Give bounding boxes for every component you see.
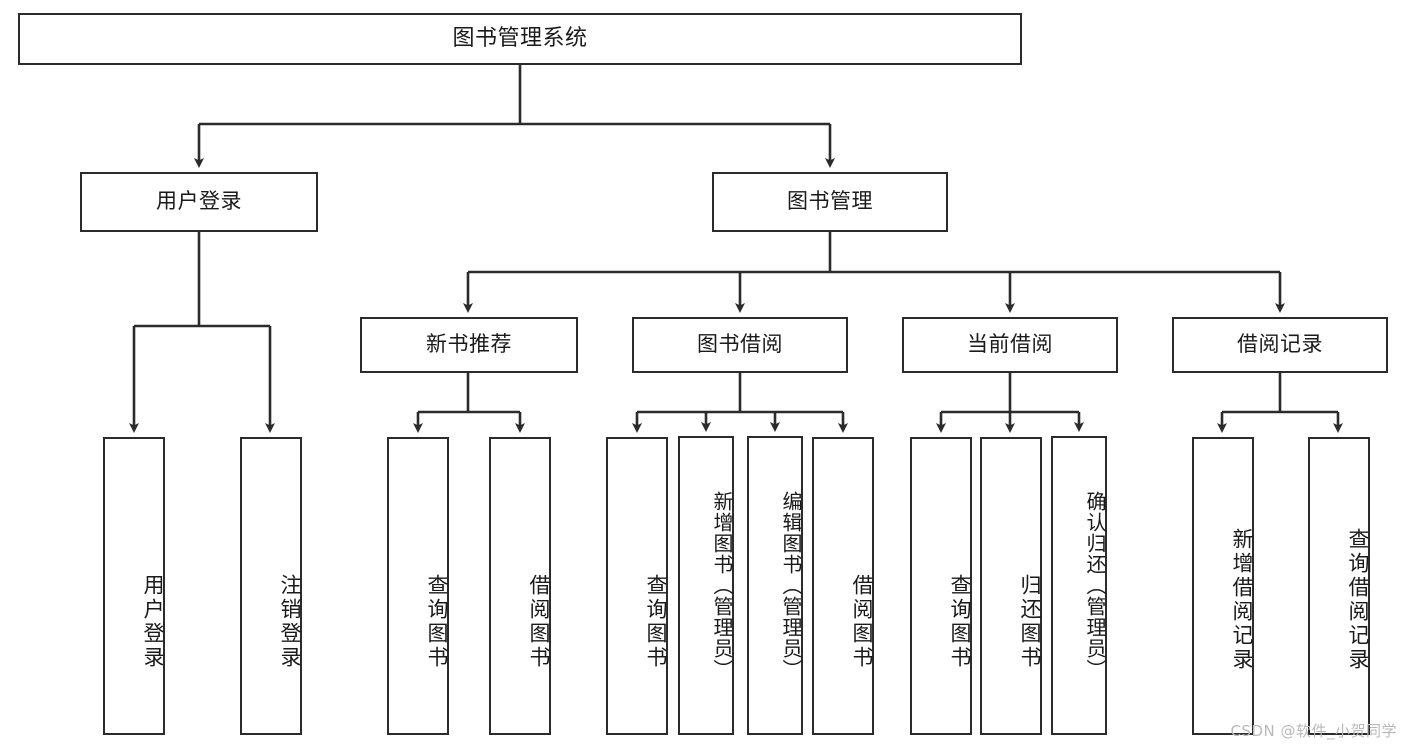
leaf-query-book-current[interactable]: 查询图书 <box>910 437 972 735</box>
leaf-user-logout[interactable]: 注销登录 <box>240 437 302 735</box>
node-label: 借阅记录 <box>1237 332 1323 357</box>
node-label: 确认归还（管理员） <box>1083 491 1107 680</box>
leaf-borrow-book-recommend[interactable]: 借阅图书 <box>489 437 551 735</box>
node-current-borrow[interactable]: 当前借阅 <box>902 317 1118 373</box>
node-label: 查询图书 <box>644 574 668 670</box>
node-label: 图书管理系统 <box>452 25 588 51</box>
leaf-borrow-book-borrow[interactable]: 借阅图书 <box>812 437 874 735</box>
node-label: 归还图书 <box>1018 574 1042 670</box>
node-label: 图书借阅 <box>697 332 783 357</box>
node-label: 查询图书 <box>948 574 972 670</box>
leaf-add-borrow-record[interactable]: 新增借阅记录 <box>1192 437 1254 735</box>
leaf-user-login[interactable]: 用户登录 <box>103 437 165 735</box>
node-label: 用户登录 <box>156 189 242 214</box>
node-label: 查询借阅记录 <box>1346 528 1370 672</box>
node-label: 新书推荐 <box>426 332 512 357</box>
node-label: 注销登录 <box>278 574 302 670</box>
leaf-query-book-borrow[interactable]: 查询图书 <box>606 437 668 735</box>
leaf-confirm-return-admin[interactable]: 确认归还（管理员） <box>1051 436 1107 735</box>
leaf-return-book[interactable]: 归还图书 <box>980 437 1042 735</box>
node-label: 当前借阅 <box>967 332 1053 357</box>
leaf-add-book-admin[interactable]: 新增图书（管理员） <box>678 436 734 735</box>
node-label: 新增借阅记录 <box>1230 528 1254 672</box>
node-root-book-management-system[interactable]: 图书管理系统 <box>18 13 1022 65</box>
node-new-book-recommend[interactable]: 新书推荐 <box>360 317 578 373</box>
node-label: 查询图书 <box>425 574 449 670</box>
leaf-query-book-recommend[interactable]: 查询图书 <box>387 437 449 735</box>
node-book-management[interactable]: 图书管理 <box>712 172 948 232</box>
node-label: 编辑图书（管理员） <box>779 491 803 680</box>
node-label: 图书管理 <box>787 189 873 214</box>
node-label: 新增图书（管理员） <box>710 491 734 680</box>
leaf-query-borrow-record[interactable]: 查询借阅记录 <box>1308 437 1370 735</box>
node-label: 借阅图书 <box>527 574 551 670</box>
leaf-edit-book-admin[interactable]: 编辑图书（管理员） <box>747 436 803 735</box>
node-label: 借阅图书 <box>850 574 874 670</box>
node-label: 用户登录 <box>141 574 165 670</box>
node-borrow-record[interactable]: 借阅记录 <box>1172 317 1388 373</box>
node-user-login[interactable]: 用户登录 <box>80 172 318 232</box>
node-book-borrow[interactable]: 图书借阅 <box>632 317 848 373</box>
